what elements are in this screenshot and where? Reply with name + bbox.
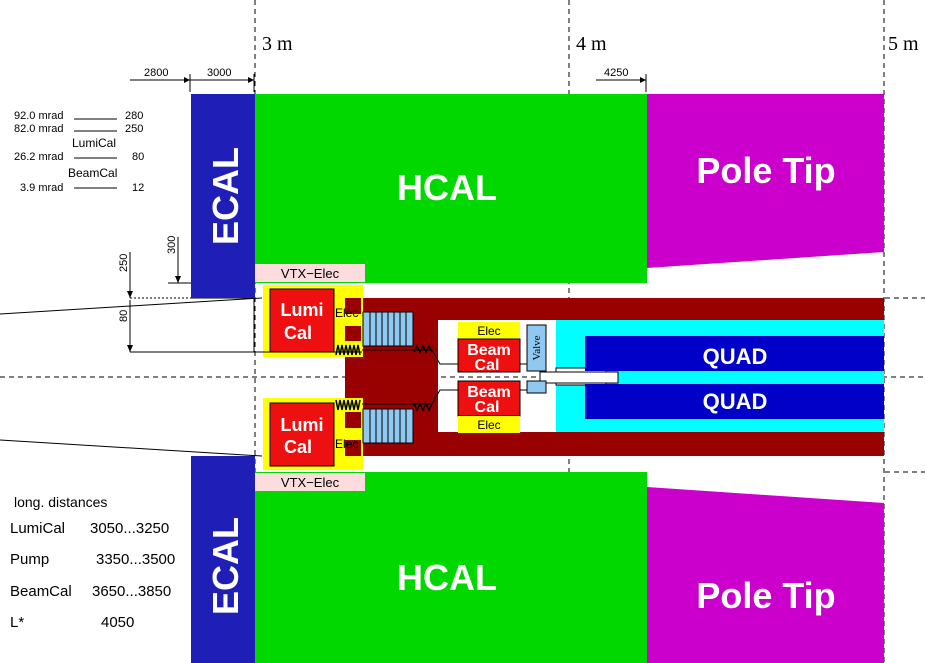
- svg-text:250: 250: [125, 123, 143, 135]
- valve-label: Valve: [531, 335, 543, 360]
- svg-text:80: 80: [132, 151, 144, 163]
- scale-5m: 5 m: [888, 33, 919, 55]
- svg-text:280: 280: [125, 110, 143, 122]
- dim-250: 250: [118, 254, 130, 272]
- beamcal-bottom: [457, 380, 521, 417]
- svg-text:82.0 mrad: 82.0 mrad: [14, 123, 64, 135]
- ecal-top-label: ECAL: [205, 147, 246, 245]
- beamcal-top: [457, 338, 521, 373]
- svg-text:12: 12: [132, 182, 144, 194]
- scale-4m: 4 m: [576, 33, 607, 55]
- svg-text:Cal: Cal: [475, 399, 500, 416]
- hcal-top: [255, 94, 647, 283]
- quad-bottom-label: QUAD: [703, 389, 768, 414]
- distance-value: 3050...3250: [90, 520, 169, 537]
- lumical-bottom-elec: Elec: [335, 437, 358, 451]
- vtx-elec-bottom: [255, 473, 365, 491]
- scale-3m: 3 m: [262, 33, 293, 55]
- dim-3000: 3000: [207, 67, 231, 79]
- distances-table: LumiCal 3050...3250 Pump 3350...3500 Bea…: [10, 520, 175, 631]
- quad-bottom: [585, 384, 884, 419]
- ecal-bottom-label: ECAL: [205, 517, 246, 615]
- ecal-top: [191, 94, 255, 298]
- beamcal-bottom-elec: [458, 416, 520, 433]
- svg-text:Elec: Elec: [477, 324, 500, 338]
- lumical-bottom-label-1: Lumi: [281, 415, 324, 435]
- quad-top-label: QUAD: [703, 344, 768, 369]
- distance-label: L*: [10, 614, 24, 631]
- hcal-top-label: HCAL: [397, 167, 497, 208]
- dim-2800: 2800: [144, 67, 168, 79]
- quad-top: [585, 336, 884, 371]
- vtx-elec-top-label: VTX−Elec: [281, 266, 340, 281]
- hcal-bottom: [255, 472, 647, 663]
- beamcal-top-elec: [458, 322, 520, 339]
- svg-text:26.2 mrad: 26.2 mrad: [14, 151, 64, 163]
- hcal-bottom-label: HCAL: [397, 557, 497, 598]
- pole-tip-bottom-label: Pole Tip: [696, 575, 835, 616]
- lumical-top-elec: Elec: [335, 306, 358, 320]
- dim-80: 80: [118, 310, 130, 322]
- distance-value: 3350...3500: [96, 551, 175, 568]
- dim-4250: 4250: [604, 67, 628, 79]
- lumical-bottom: [269, 402, 335, 467]
- dim-300: 300: [166, 236, 178, 254]
- svg-text:3.9 mrad: 3.9 mrad: [20, 182, 63, 194]
- svg-text:92.0 mrad: 92.0 mrad: [14, 110, 64, 122]
- valve: [526, 324, 547, 372]
- distance-label: Pump: [10, 551, 49, 568]
- distance-value: 4050: [101, 614, 134, 631]
- pole-tip-top-label: Pole Tip: [696, 150, 835, 191]
- lumical-top-label-1: Lumi: [281, 300, 324, 320]
- distances-title: long. distances: [14, 494, 107, 510]
- pole-tip-bottom: [647, 487, 884, 663]
- svg-text:BeamCal: BeamCal: [68, 166, 117, 180]
- ecal-bottom: [191, 456, 255, 663]
- lumical-bottom-label-2: Cal: [284, 437, 312, 457]
- svg-text:Beam: Beam: [467, 342, 511, 359]
- distance-label: LumiCal: [10, 520, 65, 537]
- angle-legend: 92.0 mrad 280 82.0 mrad 250 LumiCal 26.2…: [14, 110, 144, 194]
- lumical-top-label-2: Cal: [284, 323, 312, 343]
- svg-text:Elec: Elec: [477, 418, 500, 432]
- vtx-elec-bottom-label: VTX−Elec: [281, 475, 340, 490]
- svg-text:Cal: Cal: [475, 357, 500, 374]
- svg-text:Beam: Beam: [467, 384, 511, 401]
- distance-label: BeamCal: [10, 583, 72, 600]
- pole-tip-top: [647, 94, 884, 268]
- svg-text:LumiCal: LumiCal: [72, 136, 116, 150]
- lumical-top: [269, 288, 335, 353]
- vtx-elec-top: [255, 264, 365, 282]
- distance-value: 3650...3850: [92, 583, 171, 600]
